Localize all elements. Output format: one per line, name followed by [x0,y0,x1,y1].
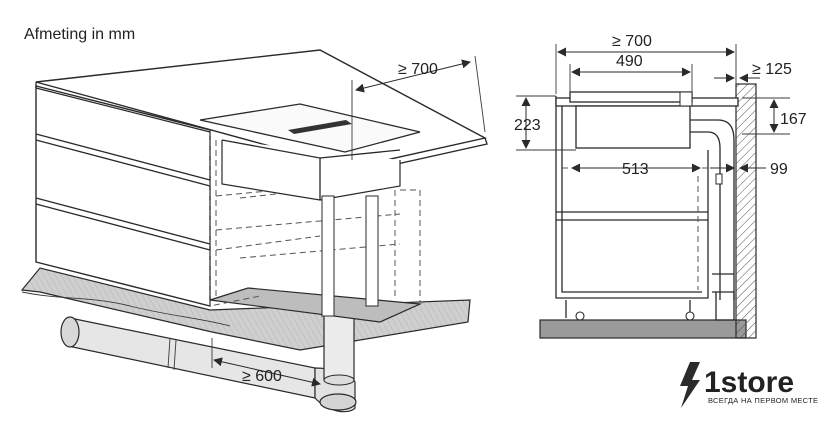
dim-label-duct-height: 167 [780,111,807,128]
hob-vent-slot [288,120,352,134]
dim-line-duct [213,357,321,387]
section-hob-body [575,105,691,149]
drawer-line [35,203,211,251]
dim-label-wall-gap: ≥ 125 [752,61,792,78]
logo-name: 1store [704,366,794,399]
floor-edge-line [21,291,231,327]
dim-label-inner: 513 [622,161,649,178]
section-view: ≥ 700 490 ≥ 125 223 167 513 99 [514,33,807,339]
dim-label-height: 223 [514,117,541,134]
extraction-channel-rear [365,195,379,307]
drawer-line [35,139,211,187]
dim-label-depth: ≥ 700 [398,61,438,78]
section-hob [569,91,693,103]
isometric-view: ≥ 700 ≥ 600 [20,49,488,413]
section-cabinet [555,96,709,299]
dim-label-duct: ≥ 600 [242,368,282,385]
logo-tagline: ВСЕГДА НА ПЕРВОМ МЕСТЕ [708,396,818,405]
dim-line-depth [355,59,471,93]
drawer-line [35,133,211,181]
store-logo: 1store ВСЕГДА НА ПЕРВОМ МЕСТЕ [680,362,818,408]
section-floor [539,319,747,339]
lightning-icon [680,362,700,408]
dim-label-cutout: 490 [616,53,643,70]
section-duct [690,119,735,300]
drawing-title: Afmeting in mm [24,26,135,43]
section-wall [735,83,757,339]
dim-label-duct-depth: 99 [770,161,788,178]
dim-label-total-depth: ≥ 700 [612,33,652,50]
drawer-line [35,197,211,245]
extraction-channel [321,195,335,317]
floor-slab [20,267,471,351]
